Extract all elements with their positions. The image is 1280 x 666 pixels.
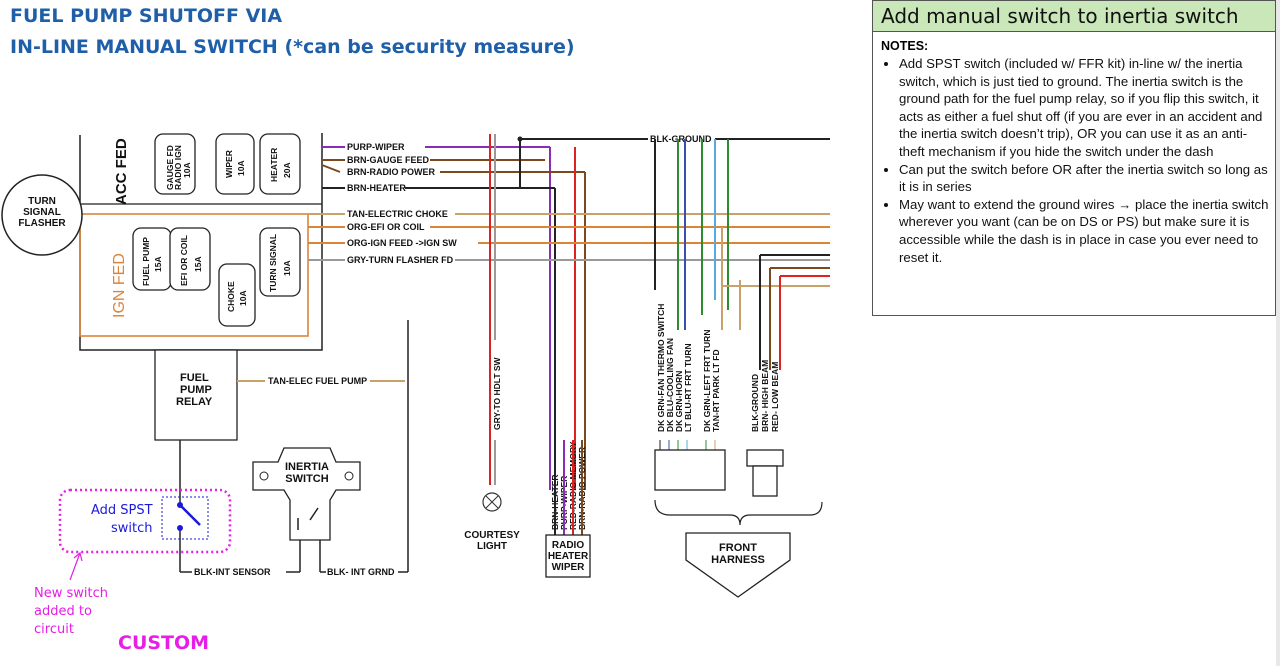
note-item: Add SPST switch (included w/ FFR kit) in… <box>899 55 1269 161</box>
wire-brn-radio: BRN-RADIO POWER <box>347 167 435 177</box>
wire-gry-turn: GRY-TURN FLASHER FD <box>347 255 454 265</box>
custom-label: CUSTOM <box>118 632 210 654</box>
fuse-wiper-label: WIPER <box>224 150 234 178</box>
fuse-wiper-amp: 10A <box>236 160 246 176</box>
wire-org-ign: ORG-IGN FEED ->IGN SW <box>347 238 457 248</box>
beam-connector <box>746 449 784 467</box>
radio-label-3: WIPER <box>552 562 586 573</box>
beam-label: RED- LOW BEAM <box>770 362 780 432</box>
fuel-pump-relay <box>154 349 238 441</box>
fuse-wiper <box>215 133 255 195</box>
wire-brn-gauge: BRN-GAUGE FEED <box>347 155 430 165</box>
fuse-efi <box>169 227 211 291</box>
inertia-switch <box>252 447 361 541</box>
fuse-heater-amp: 20A <box>282 162 292 178</box>
wire-org-efi: ORG-EFI OR COIL <box>347 222 425 232</box>
wire-brn-heater: BRN-HEATER <box>347 183 406 193</box>
note-item: May want to extend the ground wires → pl… <box>899 196 1269 266</box>
fuse-heater-label: HEATER <box>269 148 279 182</box>
fuse-gauge-amp: 10A <box>182 162 192 178</box>
diagram-title-line-1: FUEL PUMP SHUTOFF VIA <box>10 5 283 27</box>
spst-highlight-box <box>58 488 232 554</box>
inertia-label-2: SWITCH <box>285 473 328 485</box>
acc-fed-label: ACC FED <box>113 138 130 205</box>
new-switch-label-3: circuit <box>34 622 74 637</box>
new-switch-label-2: added to <box>34 604 92 619</box>
harness-label: TAN-RT PARK LT FD <box>711 349 721 432</box>
fuse-turn-label: TURN SIGNAL <box>268 234 278 292</box>
wire-blk-grnd: BLK- INT GRND <box>327 567 395 577</box>
ign-fed-section <box>79 213 309 337</box>
harness-label: DK GRN-HORN <box>674 371 684 432</box>
front-harness-label-1: FRONT <box>719 542 757 554</box>
turn-signal-flasher <box>1 174 83 256</box>
fuse-fuel-pump-amp: 15A <box>153 256 163 272</box>
courtesy-label-1: COURTESY <box>464 530 520 541</box>
wire-tan-fuel: TAN-ELEC FUEL PUMP <box>268 376 367 386</box>
harness-labels: DK GRN-FAN THERMO SWITCH DK BLU-COOLING … <box>656 304 780 432</box>
fuse-efi-label: EFI OR COIL <box>179 235 189 286</box>
fuse-turn <box>259 227 301 297</box>
radio-label-2: HEATER <box>548 551 589 562</box>
fuse-fuel-pump-label: FUEL PUMP <box>141 237 151 286</box>
courtesy-label-2: LIGHT <box>477 541 507 552</box>
notes-panel: Add manual switch to inertia switch NOTE… <box>872 0 1276 316</box>
wire-tan-choke: TAN-ELECTRIC CHOKE <box>347 209 448 219</box>
notes-label: NOTES: <box>881 39 929 53</box>
wiring-diagram: ACC FED IGN FED GAUGE FD RADIO IGN 10A W… <box>1 133 830 637</box>
spst-switch-frame <box>161 496 209 540</box>
relay-label-2: PUMP <box>180 384 212 396</box>
fuse-turn-amp: 10A <box>282 260 292 276</box>
fuse-choke-amp: 10A <box>238 290 248 306</box>
front-harness <box>685 532 791 598</box>
harness-connector <box>654 449 726 491</box>
spst-label-1: Add SPST <box>91 503 153 518</box>
wire-blk-sensor: BLK-INT SENSOR <box>194 567 271 577</box>
fuse-choke <box>218 263 256 327</box>
flasher-label-3: FLASHER <box>18 218 66 229</box>
annotation-arrow <box>69 552 81 581</box>
radio-heater-wiper <box>545 534 591 578</box>
relay-label-1: FUEL <box>180 372 209 384</box>
inertia-label-1: INERTIA <box>285 461 329 473</box>
relay-label-3: RELAY <box>176 396 213 408</box>
harness-label: DK GRN-LEFT FRT TURN <box>702 330 712 432</box>
fuse-gauge-label-2: RADIO IGN <box>173 145 183 190</box>
note-item: Can put the switch before OR after the i… <box>899 161 1269 196</box>
radio-label-1: RADIO <box>552 540 584 551</box>
new-switch-label-1: New switch <box>34 586 108 601</box>
harness-label: LT BLU-RT FRT TURN <box>683 343 693 432</box>
scrollbar-strip <box>1276 0 1280 666</box>
fuse-heater <box>259 133 301 195</box>
spst-switch <box>179 504 201 526</box>
fuse-gauge-label: GAUGE FD <box>165 145 175 190</box>
notes-list: Add SPST switch (included w/ FFR kit) in… <box>873 55 1275 266</box>
fuse-fuel-pump <box>132 227 172 291</box>
harness-label: DK BLU-COOLING FAN <box>665 338 675 432</box>
wire-gry-hdlt: GRY-TO HDLT SW <box>492 356 502 430</box>
beam-label: BLK-GROUND <box>750 374 760 432</box>
fuse-gauge <box>154 133 196 195</box>
ign-fed-label: IGN FED <box>111 253 128 318</box>
wire-purp-wiper: PURP-WIPER <box>347 142 405 152</box>
front-harness-label-2: HARNESS <box>711 554 765 566</box>
beam-label: BRN- HIGH BEAM <box>760 360 770 432</box>
diagram-title-line-2: IN-LINE MANUAL SWITCH (*can be security … <box>10 36 575 58</box>
flasher-label-1: TURN <box>28 196 56 207</box>
fuse-efi-amp: 15A <box>193 256 203 272</box>
notes-panel-heading: Add manual switch to inertia switch <box>873 1 1275 32</box>
fuse-choke-label: CHOKE <box>226 281 236 312</box>
wire-blk-ground: BLK-GROUND <box>650 134 712 144</box>
spst-label-2: switch <box>111 521 153 536</box>
harness-label: DK GRN-FAN THERMO SWITCH <box>656 304 666 432</box>
flasher-label-2: SIGNAL <box>23 207 61 218</box>
